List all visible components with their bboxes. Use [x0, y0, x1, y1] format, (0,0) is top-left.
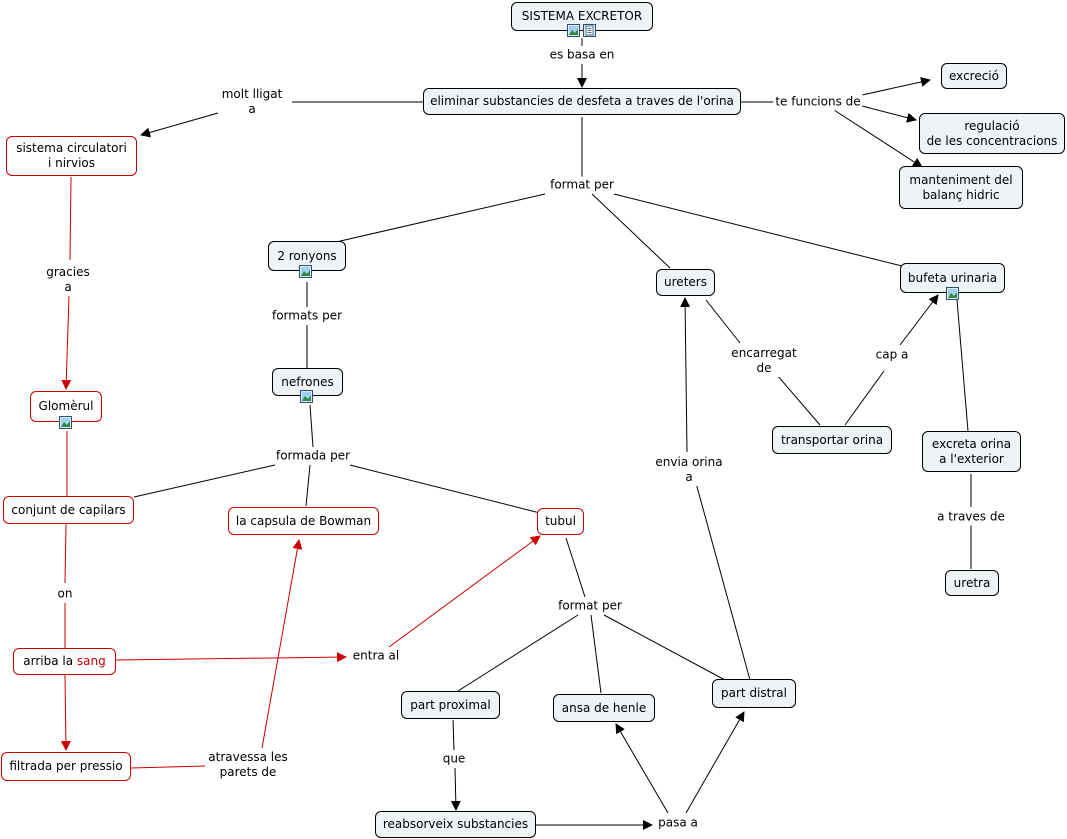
node-sistema-excretor[interactable]: SISTEMA EXCRETOR	[511, 2, 653, 31]
link-label-cap-a: cap a	[873, 346, 911, 364]
node-transportar-orina[interactable]: transportar orina	[772, 426, 892, 454]
link-label-molt-lligat-a: molt lligat a	[219, 86, 285, 118]
node-part-proximal[interactable]: part proximal	[401, 691, 500, 719]
node-eliminar-substancies[interactable]: eliminar substancies de desfeta a traves…	[423, 88, 741, 115]
node-manteniment[interactable]: manteniment del balanç hidric	[899, 166, 1023, 209]
node-reabsorveix-substancies[interactable]: reabsorveix substancies	[375, 811, 536, 838]
node-ureters[interactable]: ureters	[656, 269, 715, 296]
node-filtrada-per-pressio[interactable]: filtrada per pressio	[1, 752, 131, 781]
node-sistema-circulatori[interactable]: sistema circulatori i nirvios	[6, 136, 137, 176]
node-tubul[interactable]: tubul	[537, 508, 584, 535]
node-uretra[interactable]: uretra	[945, 570, 999, 596]
link-label-pasa-a: pasa a	[656, 814, 700, 832]
image-icon[interactable]	[300, 390, 313, 403]
link-label-te-funcions-de: te funcions de	[773, 93, 863, 111]
link-label-a-traves-de: a traves de	[935, 508, 1007, 526]
node-conjunt-de-capilars[interactable]: conjunt de capilars	[3, 496, 134, 524]
arriba-label-highlight: sang	[76, 654, 106, 668]
arriba-label-prefix: arriba la	[23, 654, 77, 668]
link-label-es-basa-en: es basa en	[547, 46, 617, 64]
node-part-distral[interactable]: part distral	[712, 679, 796, 708]
link-label-gracies-a: gracies a	[44, 264, 92, 296]
link-label-on: on	[55, 585, 75, 603]
node-regulacio[interactable]: regulació de les concentracions	[919, 113, 1065, 154]
node-capsula-de-bowman[interactable]: la capsula de Bowman	[228, 507, 379, 535]
document-icon[interactable]	[583, 24, 596, 37]
image-icon[interactable]	[59, 416, 72, 429]
link-label-encarregat-de: encarregat de	[729, 345, 799, 377]
image-icon[interactable]	[946, 287, 959, 300]
image-icon[interactable]	[567, 24, 580, 37]
link-label-formada-per: formada per	[273, 447, 353, 465]
link-label-que: que	[440, 750, 468, 768]
link-label-entra-al: entra al	[350, 647, 402, 665]
link-label-format-per-tubul: format per	[556, 597, 624, 615]
link-label-envia-orina-a: envia orina a	[653, 454, 725, 486]
image-icon[interactable]	[299, 265, 312, 278]
link-label-atravessa-les-parets-de: atravessa les parets de	[206, 749, 290, 781]
node-arriba-la-sang[interactable]: arriba la sang	[13, 648, 116, 675]
node-excrecio[interactable]: excreció	[941, 63, 1007, 89]
link-label-formats-per: formats per	[269, 307, 345, 325]
link-label-format-per: format per	[548, 176, 616, 194]
node-ansa-de-henle[interactable]: ansa de henle	[553, 694, 655, 722]
node-excreta-orina[interactable]: excreta orina a l'exterior	[922, 431, 1021, 472]
